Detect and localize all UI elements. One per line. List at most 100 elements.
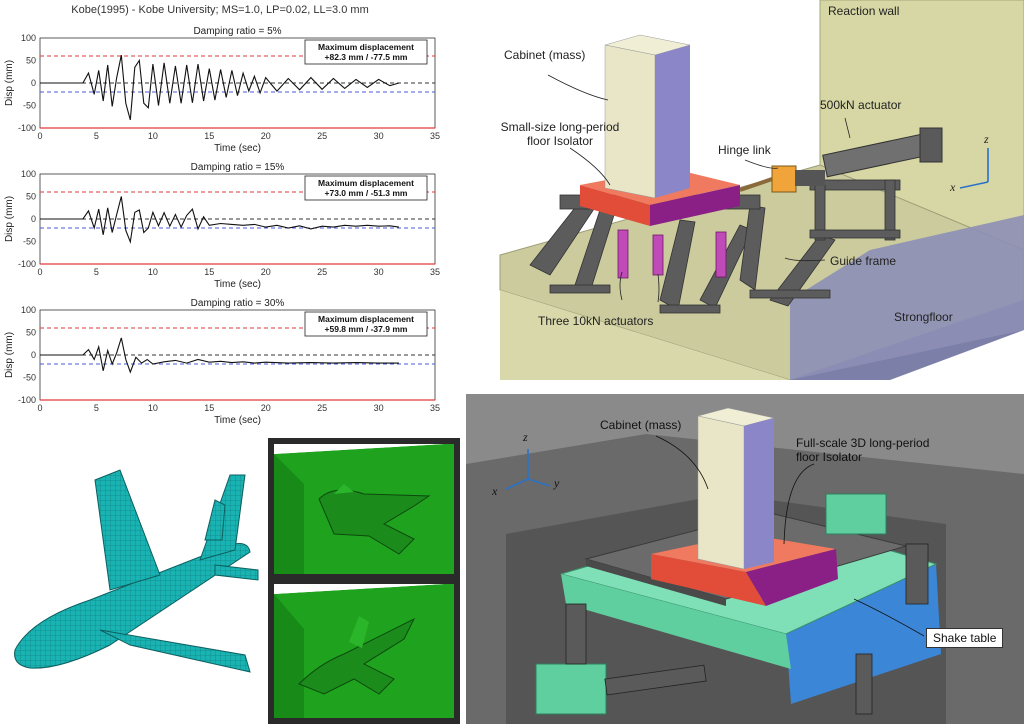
shake-table-svg <box>466 394 1024 724</box>
chart-2-xtick-2: 10 <box>148 403 158 413</box>
chart-1-ytick-0: 100 <box>21 169 36 179</box>
chart-0-ytick-1: 50 <box>26 56 36 66</box>
chart-2-ylabel: Disp (mm) <box>4 332 15 378</box>
chart-0-xlabel: Time (sec) <box>214 143 261 154</box>
chart-1-xlabel: Time (sec) <box>214 279 261 290</box>
test-setup-svg <box>499 0 1024 380</box>
chart-2-xtick-5: 25 <box>317 403 327 413</box>
axis-triad-bottom <box>505 449 551 490</box>
chart-2-xtick-6: 30 <box>374 403 384 413</box>
leader-lines-bottom <box>655 435 925 637</box>
chart-1-annotation-value: +73.0 mm / -51.3 mm <box>325 188 408 198</box>
impact-frame-1 <box>274 444 454 574</box>
chart-2-ytick-2: 0 <box>31 350 36 360</box>
chart-2-ytick-3: -50 <box>23 373 36 383</box>
chart-1-ytick-1: 50 <box>26 192 36 202</box>
label-shake-table: Shake table <box>926 628 1004 648</box>
chart-0-annotation-title: Maximum displacement <box>318 42 414 52</box>
chart-1-annotation-title: Maximum displacement <box>318 178 414 188</box>
chart-0-xtick-0: 0 <box>37 131 42 141</box>
label-500kn-actuator: 500kN actuator <box>820 98 902 112</box>
wing-left-shape <box>94 469 161 591</box>
aircraft-mesh-panel <box>0 440 270 724</box>
chart-2-annotation-value: +59.8 mm / -37.9 mm <box>325 324 408 334</box>
shake-table-diagram: Cabinet (mass) Full-scale 3D long-period… <box>466 394 1024 724</box>
chart-0-ylabel: Disp (mm) <box>4 60 15 106</box>
table-front-shape <box>561 574 791 669</box>
isolator-front-shape <box>580 185 650 226</box>
chart-2-annotation-box <box>304 311 428 337</box>
label-axis-z-bottom: z <box>523 430 528 444</box>
quasi-static-test-setup-diagram: Reaction wall Cabinet (mass) Small-size … <box>490 0 1024 380</box>
impact-frame-1-svg <box>274 444 454 574</box>
chart-2-ytick-4: -100 <box>18 395 36 405</box>
figure-title: Kobe(1995) - Kobe University; MS=1.0, LP… <box>71 4 369 16</box>
chart-2-xtick-7: 35 <box>430 403 440 413</box>
label-axis-z-top: z <box>984 132 989 146</box>
label-hinge-link: Hinge link <box>718 143 771 157</box>
chart-1-annotation-box <box>304 175 428 201</box>
isolator-3d-front <box>651 554 766 606</box>
displacement-charts: Kobe(1995) - Kobe University; MS=1.0, LP… <box>0 0 445 432</box>
isolator-side-shape <box>650 185 740 226</box>
fuselage-shape <box>14 543 251 669</box>
label-axis-x-bottom: x <box>492 484 498 498</box>
label-three-actuators: Three 10kN actuators <box>538 314 654 328</box>
chart-1-series-line <box>40 196 399 245</box>
impact-frame-2 <box>274 584 454 718</box>
chart-0-annotation-box <box>304 39 428 65</box>
chart-1-ytick-2: 0 <box>31 214 36 224</box>
chart-0-xtick-1: 5 <box>94 131 99 141</box>
chart-2-title: Damping ratio = 30% <box>191 298 285 309</box>
strongfloor-front <box>500 290 790 380</box>
cabinet-3d-front <box>697 415 745 570</box>
hinge-rod <box>739 176 776 192</box>
table-side-shape <box>786 564 941 704</box>
chart-0-ytick-3: -50 <box>23 101 36 111</box>
chart-1-xtick-0: 0 <box>37 267 42 277</box>
impact-simulation-panel <box>268 438 460 724</box>
chart-0-xtick-5: 25 <box>317 131 327 141</box>
chart-2-xtick-0: 0 <box>37 403 42 413</box>
chart-1-xtick-7: 35 <box>430 267 440 277</box>
chart-1-title: Damping ratio = 15% <box>191 162 285 173</box>
h-tail-upper-shape <box>204 499 226 541</box>
chart-0-xtick-2: 10 <box>148 131 158 141</box>
wing-right-shape <box>99 629 251 673</box>
cabinet-3d-side <box>744 418 774 569</box>
label-strongfloor: Strongfloor <box>894 310 953 324</box>
label-axis-x-top: x <box>950 180 956 194</box>
isolator-3d-side <box>746 549 838 606</box>
shake-table-actuators <box>535 493 887 715</box>
chart-0-xtick-4: 20 <box>261 131 271 141</box>
chart-0-title: Damping ratio = 5% <box>193 26 281 37</box>
chart-1-ytick-4: -100 <box>18 259 36 269</box>
chart-2-ytick-1: 50 <box>26 328 36 338</box>
cabinet-side-shape <box>655 45 690 198</box>
axis-triad-top <box>959 148 989 189</box>
chart-2-ytick-0: 100 <box>21 305 36 315</box>
chart-0-ytick-4: -100 <box>18 123 36 133</box>
chart-1-xtick-3: 15 <box>204 267 214 277</box>
chart-2-xtick-3: 15 <box>204 403 214 413</box>
chart-2-xlabel: Time (sec) <box>214 415 261 426</box>
chart-2-series-line <box>40 337 399 374</box>
aircraft-mesh-svg <box>14 469 259 673</box>
label-cabinet-bottom: Cabinet (mass) <box>600 418 682 432</box>
chart-0-annotation-value: +82.3 mm / -77.5 mm <box>325 52 408 62</box>
chart-2-xtick-1: 5 <box>94 403 99 413</box>
chart-1-ylabel: Disp (mm) <box>4 196 15 242</box>
chart-2-annotation-title: Maximum displacement <box>318 314 414 324</box>
chart-0-xtick-6: 30 <box>374 131 384 141</box>
label-guide-frame: Guide frame <box>830 254 897 268</box>
chart-1-xtick-6: 30 <box>374 267 384 277</box>
impact-frame-2-svg <box>274 584 454 718</box>
label-small-isolator: Small-size long-period floor Isolator <box>500 120 620 148</box>
chart-0-ytick-0: 100 <box>21 33 36 43</box>
leader-lines-top <box>547 74 851 303</box>
h-tail-lower-shape <box>214 564 259 581</box>
chart-1-xtick-5: 25 <box>317 267 327 277</box>
chart-1-ytick-3: -50 <box>23 237 36 247</box>
actuator-500kn-mount <box>919 127 943 163</box>
